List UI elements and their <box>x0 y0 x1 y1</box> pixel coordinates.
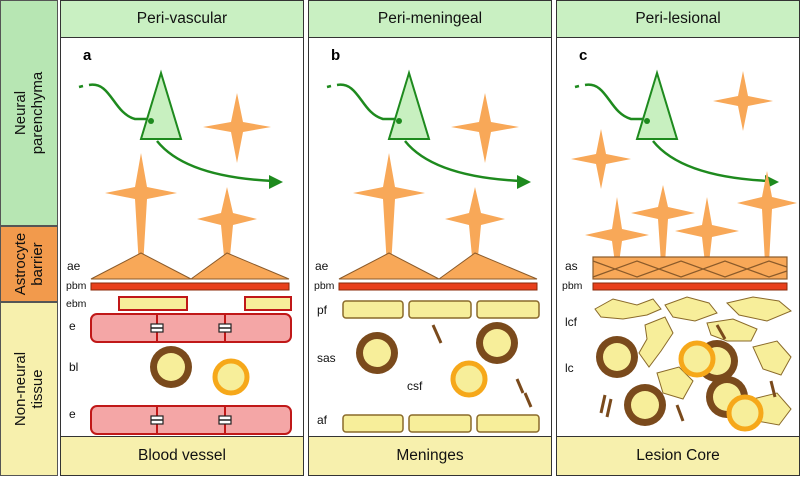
panel-b-illustration <box>326 69 540 433</box>
label-pbm: pbm <box>66 280 87 292</box>
sidebar-neural-label: Neural parenchyma <box>12 71 46 155</box>
label-bl: bl <box>69 360 79 374</box>
panel-title: Peri-meningeal <box>309 1 551 38</box>
panel-peri-meningeal: Peri-meningeal b ae pbm pf sa <box>308 0 552 476</box>
panel-peri-vascular: Peri-vascular a <box>60 0 304 476</box>
sidebar-astrocyte-barrier: Astrocyte barrier <box>0 226 58 302</box>
sidebar-neural-parenchyma: Neural parenchyma <box>0 0 58 226</box>
panel-footer: Lesion Core <box>557 436 799 475</box>
label-ebm: ebm <box>66 298 87 310</box>
panel-footer: Meninges <box>309 436 551 475</box>
label-as: as <box>565 259 578 273</box>
label-lcf: lcf <box>565 315 577 329</box>
panel-letter: c <box>579 47 588 64</box>
label-csf: csf <box>407 379 423 393</box>
panel-c-illustration <box>571 69 797 432</box>
label-lc: lc <box>565 361 574 375</box>
label-e-top: e <box>69 319 76 333</box>
label-pbm: pbm <box>314 280 335 292</box>
sidebar-barrier-label: Astrocyte barrier <box>12 232 46 296</box>
label-pbm: pbm <box>562 280 583 292</box>
label-ae: ae <box>315 259 329 273</box>
panel-a-illustration <box>78 69 292 435</box>
panel-footer: Blood vessel <box>61 436 303 475</box>
panel-peri-lesional: Peri-lesional c <box>556 0 800 476</box>
panel-title: Peri-lesional <box>557 1 799 38</box>
sidebar-non-neural-tissue: Non-neural tissue <box>0 302 58 476</box>
label-ae: ae <box>67 259 81 273</box>
label-e-bottom: e <box>69 407 76 421</box>
label-sas: sas <box>317 351 336 365</box>
label-pf: pf <box>317 303 328 317</box>
panel-letter: a <box>83 47 92 64</box>
sidebar-nonneural-label: Non-neural tissue <box>12 351 46 427</box>
panel-letter: b <box>331 47 341 64</box>
label-af: af <box>317 413 328 427</box>
panel-title: Peri-vascular <box>61 1 303 38</box>
